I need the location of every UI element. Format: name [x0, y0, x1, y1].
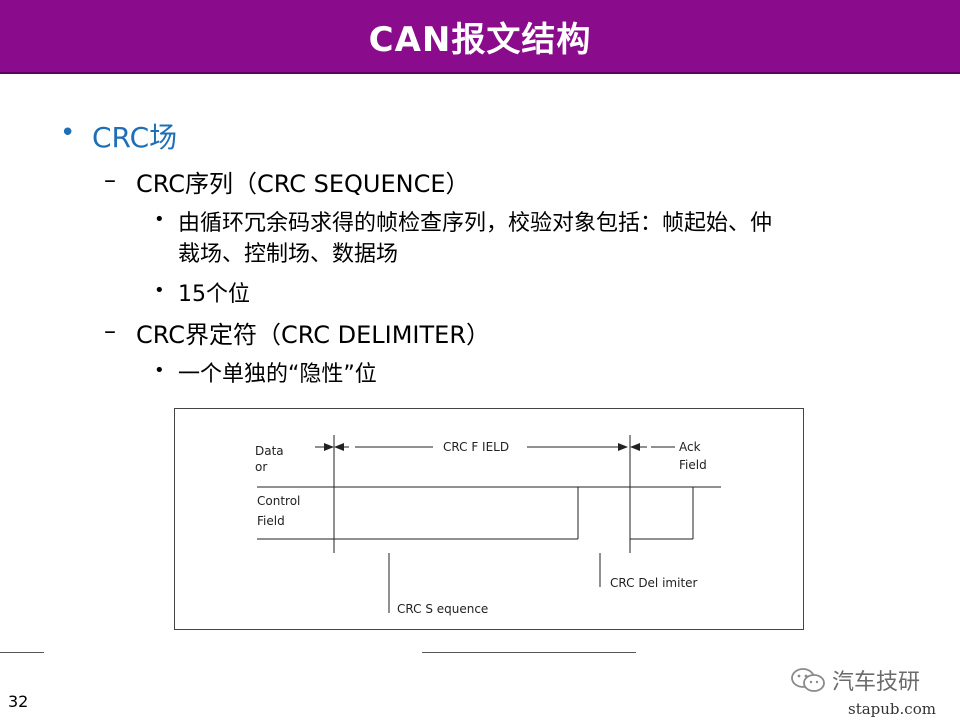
- item1-sub1-line1: 由循环冗余码求得的帧检查序列，校验对象包括：帧起始、仲: [178, 211, 773, 236]
- footer-rule-left: [0, 652, 44, 653]
- footer-rule-mid: [422, 652, 636, 653]
- item2-sub1-line1: 一个单独的“隐性”位: [178, 362, 377, 387]
- slide-title: CAN报文结构: [368, 19, 592, 60]
- label-data: Data: [255, 444, 284, 458]
- item2-heading: CRC界定符（CRC DELIMITER）: [136, 321, 490, 349]
- label-ack-field: Field: [679, 458, 707, 472]
- item1-sub1-line2: 裁场、控制场、数据场: [178, 242, 399, 267]
- item1-dash: –: [104, 166, 116, 194]
- level1-heading: CRC场: [92, 121, 178, 154]
- wechat-icon: [791, 668, 825, 692]
- label-crc-sequence: CRC S equence: [397, 602, 488, 616]
- label-control-field: Field: [257, 514, 285, 528]
- level1-bullet: •: [60, 118, 76, 148]
- crc-field-diagram-svg: Data or Control Field CRC F IELD Ack Fie…: [255, 435, 721, 616]
- item1-sub2-line1: 15个位: [178, 282, 250, 307]
- item1-sub2-bullet: •: [154, 280, 165, 301]
- watermark: 汽车技研: [790, 664, 920, 696]
- title-bar: CAN报文结构: [0, 0, 960, 74]
- item2-dash: –: [104, 317, 116, 345]
- label-ack: Ack: [679, 440, 701, 454]
- watermark-text: 汽车技研: [832, 670, 921, 695]
- crc-field-diagram: Data or Control Field CRC F IELD Ack Fie…: [174, 408, 804, 630]
- label-control: Control: [257, 494, 300, 508]
- item1-heading: CRC序列（CRC SEQUENCE）: [136, 170, 470, 198]
- label-or: or: [255, 460, 267, 474]
- label-crc-field: CRC F IELD: [443, 440, 509, 454]
- site-mark: stapub.com: [848, 700, 936, 718]
- page-number: 32: [8, 692, 29, 711]
- item2-sub1-bullet: •: [154, 360, 165, 381]
- label-crc-delimiter: CRC Del imiter: [610, 576, 698, 590]
- item1-sub1-bullet: •: [154, 209, 165, 230]
